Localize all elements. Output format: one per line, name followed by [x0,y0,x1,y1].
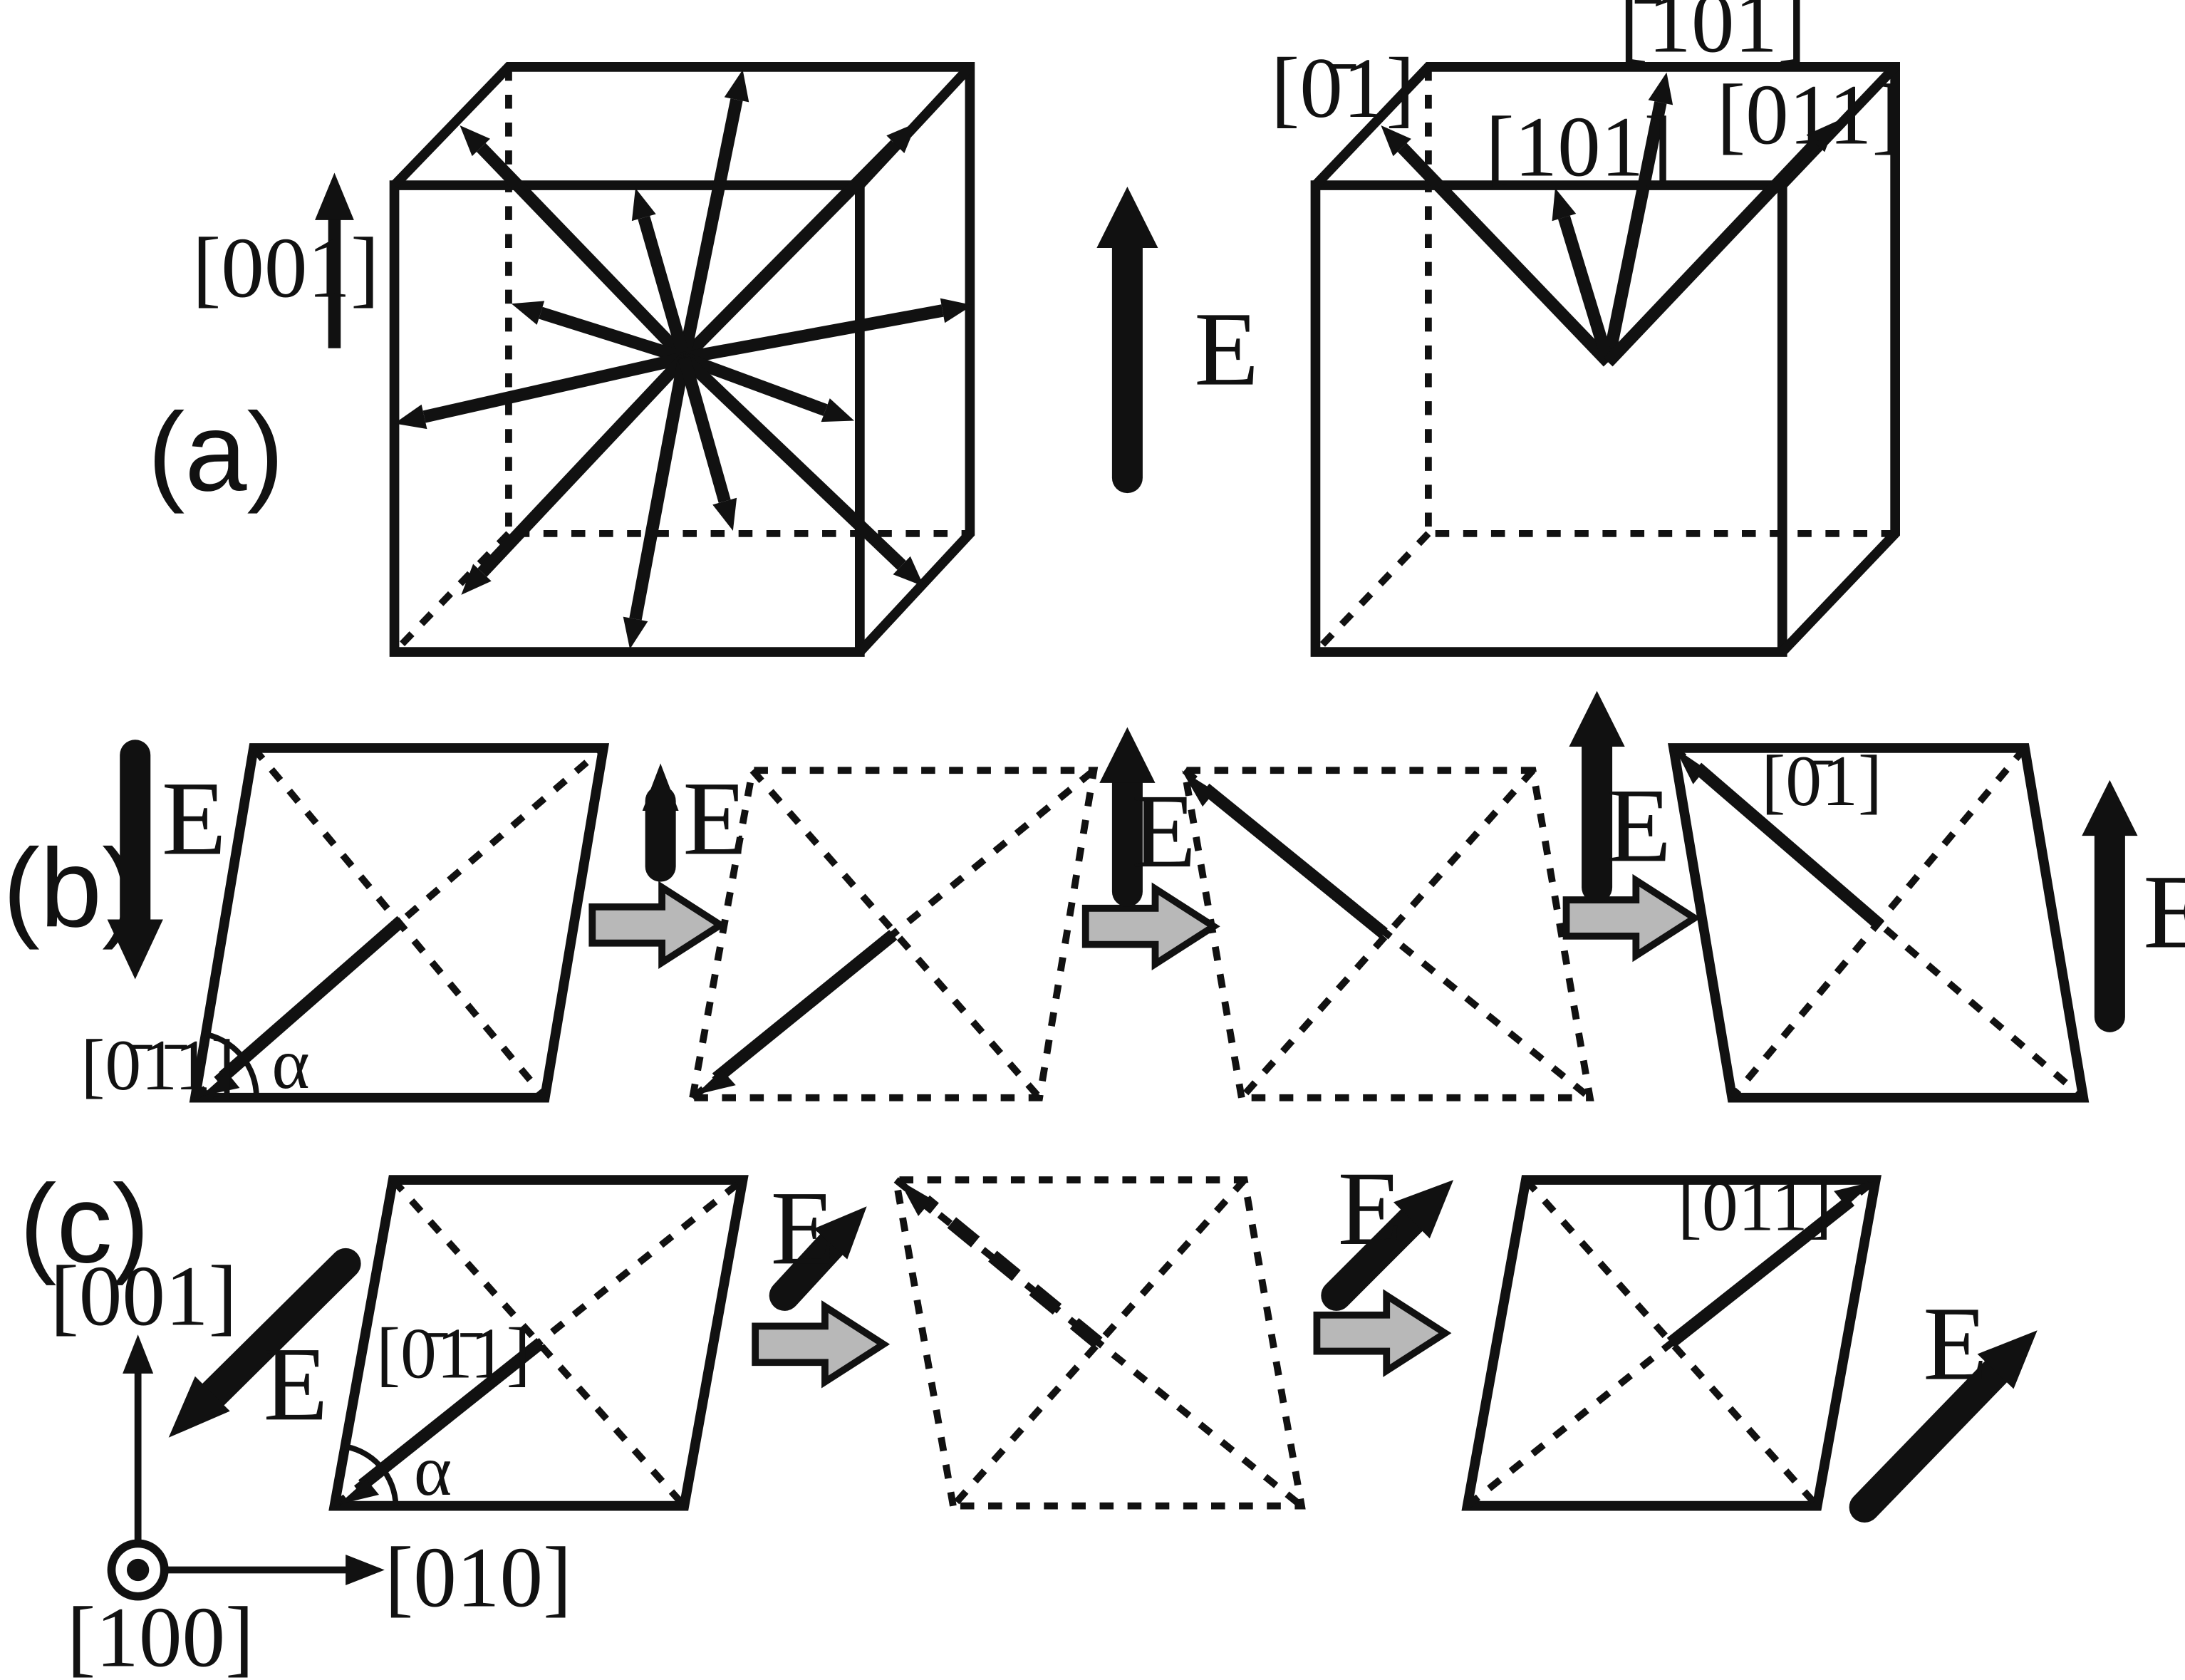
field-label-c2: E [771,1170,836,1287]
field-aligned-vector-2-head [1648,72,1673,105]
label-dir-011-c: [011] [1678,1165,1832,1245]
coordinate-axes [107,1334,385,1601]
label-dir-0m11: [0̄1] [1271,41,1415,136]
label-dir-m101: [̄101] [1619,0,1807,71]
label-axis-010: [010] [385,1530,572,1625]
transition-arrow-b2 [1081,882,1220,970]
unit-cell-c1 [328,1175,749,1511]
field-label-c3: E [1338,1151,1403,1267]
field-arrow-b4 [1569,690,1625,903]
field-label-b1: E [162,761,227,878]
polarization-vector-11-shaft [629,356,691,621]
field-arrow-c2 [769,1206,867,1311]
field-label-b2: E [683,761,747,878]
field-aligned-vector-3-head [1552,187,1577,222]
field-aligned-vector-1-head [1381,125,1411,157]
field-label-a: E [1194,291,1259,408]
polarization-vector-4-shaft [638,215,690,360]
field-label-c4: E [1923,1286,1988,1403]
unit-cell-b3 [1180,767,1594,1101]
panel-label-c: (c) [19,1161,149,1286]
transition-arrow-c1 [752,1300,891,1389]
label-alpha-b: α [271,1023,309,1104]
field-label-b5: E [2143,854,2185,971]
field-label-b4: E [1607,767,1671,884]
field-arrow-c1 [168,1248,361,1438]
field-arrow-c4 [1849,1330,2038,1523]
polarization-vector-9-shaft [477,353,689,577]
polarization-vector-10-shaft [680,353,906,570]
polarization-vector-7-shaft [422,351,686,423]
polarization-vector-11-head [623,616,648,650]
label-dir-101: [101] [1485,99,1673,195]
label-dir-0m1m1-c: [0̄1̄1] [376,1313,531,1394]
label-dir-001: [001] [192,220,380,316]
polarization-vector-7-head [394,404,427,430]
polarization-vector-2-shaft [680,140,901,363]
label-dir-0m11-b: [0̄1] [1761,740,1882,821]
polarization-vector-9-head [461,564,492,595]
field-arrow-a [1096,187,1158,494]
polarization-vector-5-shaft [539,306,687,364]
polarization-vector-12-shaft [678,356,731,503]
field-label-c1: E [264,1326,328,1443]
field-aligned-vector-3-shaft [1557,215,1614,364]
polarization-vector-12-head [712,497,737,531]
polarization-directions-left-cube [394,69,973,650]
label-axis-001: [001] [50,1248,237,1344]
unit-cell-b1 [189,743,610,1103]
unit-cell-b4 [1668,743,2090,1103]
field-aligned-vector-4-head [1806,121,1837,152]
polarization-directions-right-cube [1381,72,1837,367]
field-aligned-vector-2-shaft [1602,101,1667,364]
reference-arrow-001 [315,172,354,348]
field-arrow-b3 [1099,727,1156,907]
transition-arrow-b1 [588,881,727,970]
polarization-vector-3-head [724,69,749,103]
unit-cell-c2 [891,1176,1306,1510]
label-alpha-c: α [414,1430,452,1510]
transition-arrow-c2 [1313,1289,1452,1377]
polarization-vector-1-head [460,125,491,157]
field-arrow-b5 [2082,779,2138,1032]
polarization-vector-2-head [886,123,918,154]
unit-cell-c3 [1461,1175,1882,1511]
polarization-vector-8-shaft [682,352,828,416]
label-axis-100: [100] [67,1590,254,1680]
polarization-vector-6-head [940,298,973,323]
polarization-vector-8-head [821,398,855,422]
polarization-vector-3-shaft [678,98,743,360]
field-aligned-vector-1-shaft [1397,142,1613,367]
label-dir-0m1m1-b: [0̄1̄1] [81,1025,235,1105]
transition-arrow-b3 [1562,873,1701,963]
field-aligned-vector-4-shaft [1603,139,1820,367]
polarization-vector-6-shaft [683,304,944,365]
field-arrow-b1 [107,740,163,980]
polarization-vector-10-head [893,556,924,587]
polarization-vector-5-head [511,301,545,325]
polarization-vector-4-head [631,187,656,222]
unit-cell-b2 [688,767,1099,1101]
panel-label-a: (a) [147,390,284,514]
field-arrow-b2 [642,763,679,882]
label-dir-011: [011] [1717,67,1901,162]
polarization-vector-1-shaft [477,142,689,363]
field-arrow-c3 [1321,1180,1454,1311]
